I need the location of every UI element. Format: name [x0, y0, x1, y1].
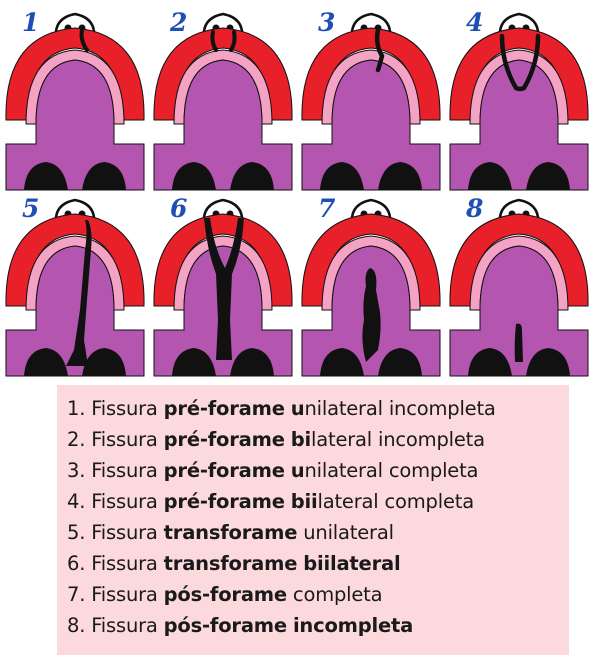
- palate-panel-6: 6: [150, 190, 296, 376]
- panel-number: 7: [318, 194, 335, 223]
- panel-number: 8: [466, 194, 483, 223]
- palate-panel-8: 8: [446, 190, 592, 376]
- panel-number: 4: [466, 8, 483, 37]
- cleft-palate-diagram-grid: 1 2 3 4 5 6 7 8: [0, 0, 596, 372]
- panel-number: 3: [318, 8, 335, 37]
- panel-number: 2: [170, 8, 187, 37]
- legend-item-4: 4. Fissura pré-forame biilateral complet…: [67, 488, 474, 516]
- legend-item-1: 1. Fissura pré-forame unilateral incompl…: [67, 395, 496, 423]
- palate-panel-1: 1: [2, 4, 148, 190]
- legend-item-5: 5. Fissura transforame unilateral: [67, 519, 394, 547]
- legend-item-2: 2. Fissura pré-forame bilateral incomple…: [67, 426, 485, 454]
- palate-panel-3: 3: [298, 4, 444, 190]
- legend-item-7: 7. Fissura pós-forame completa: [67, 581, 382, 609]
- palate-panel-5: 5: [2, 190, 148, 376]
- palate-panel-7: 7: [298, 190, 444, 376]
- legend-item-6: 6. Fissura transforame biilateral: [67, 550, 400, 578]
- panel-number: 5: [22, 194, 39, 223]
- cleft-mark: [515, 324, 523, 362]
- legend-item-3: 3. Fissura pré-forame unilateral complet…: [67, 457, 478, 485]
- panel-number: 6: [170, 194, 187, 223]
- palate-panel-2: 2: [150, 4, 296, 190]
- palate-panel-4: 4: [446, 4, 592, 190]
- legend-box: 1. Fissura pré-forame unilateral incompl…: [57, 385, 569, 655]
- panel-number: 1: [22, 8, 39, 37]
- legend-item-8: 8. Fissura pós-forame incompleta: [67, 612, 413, 640]
